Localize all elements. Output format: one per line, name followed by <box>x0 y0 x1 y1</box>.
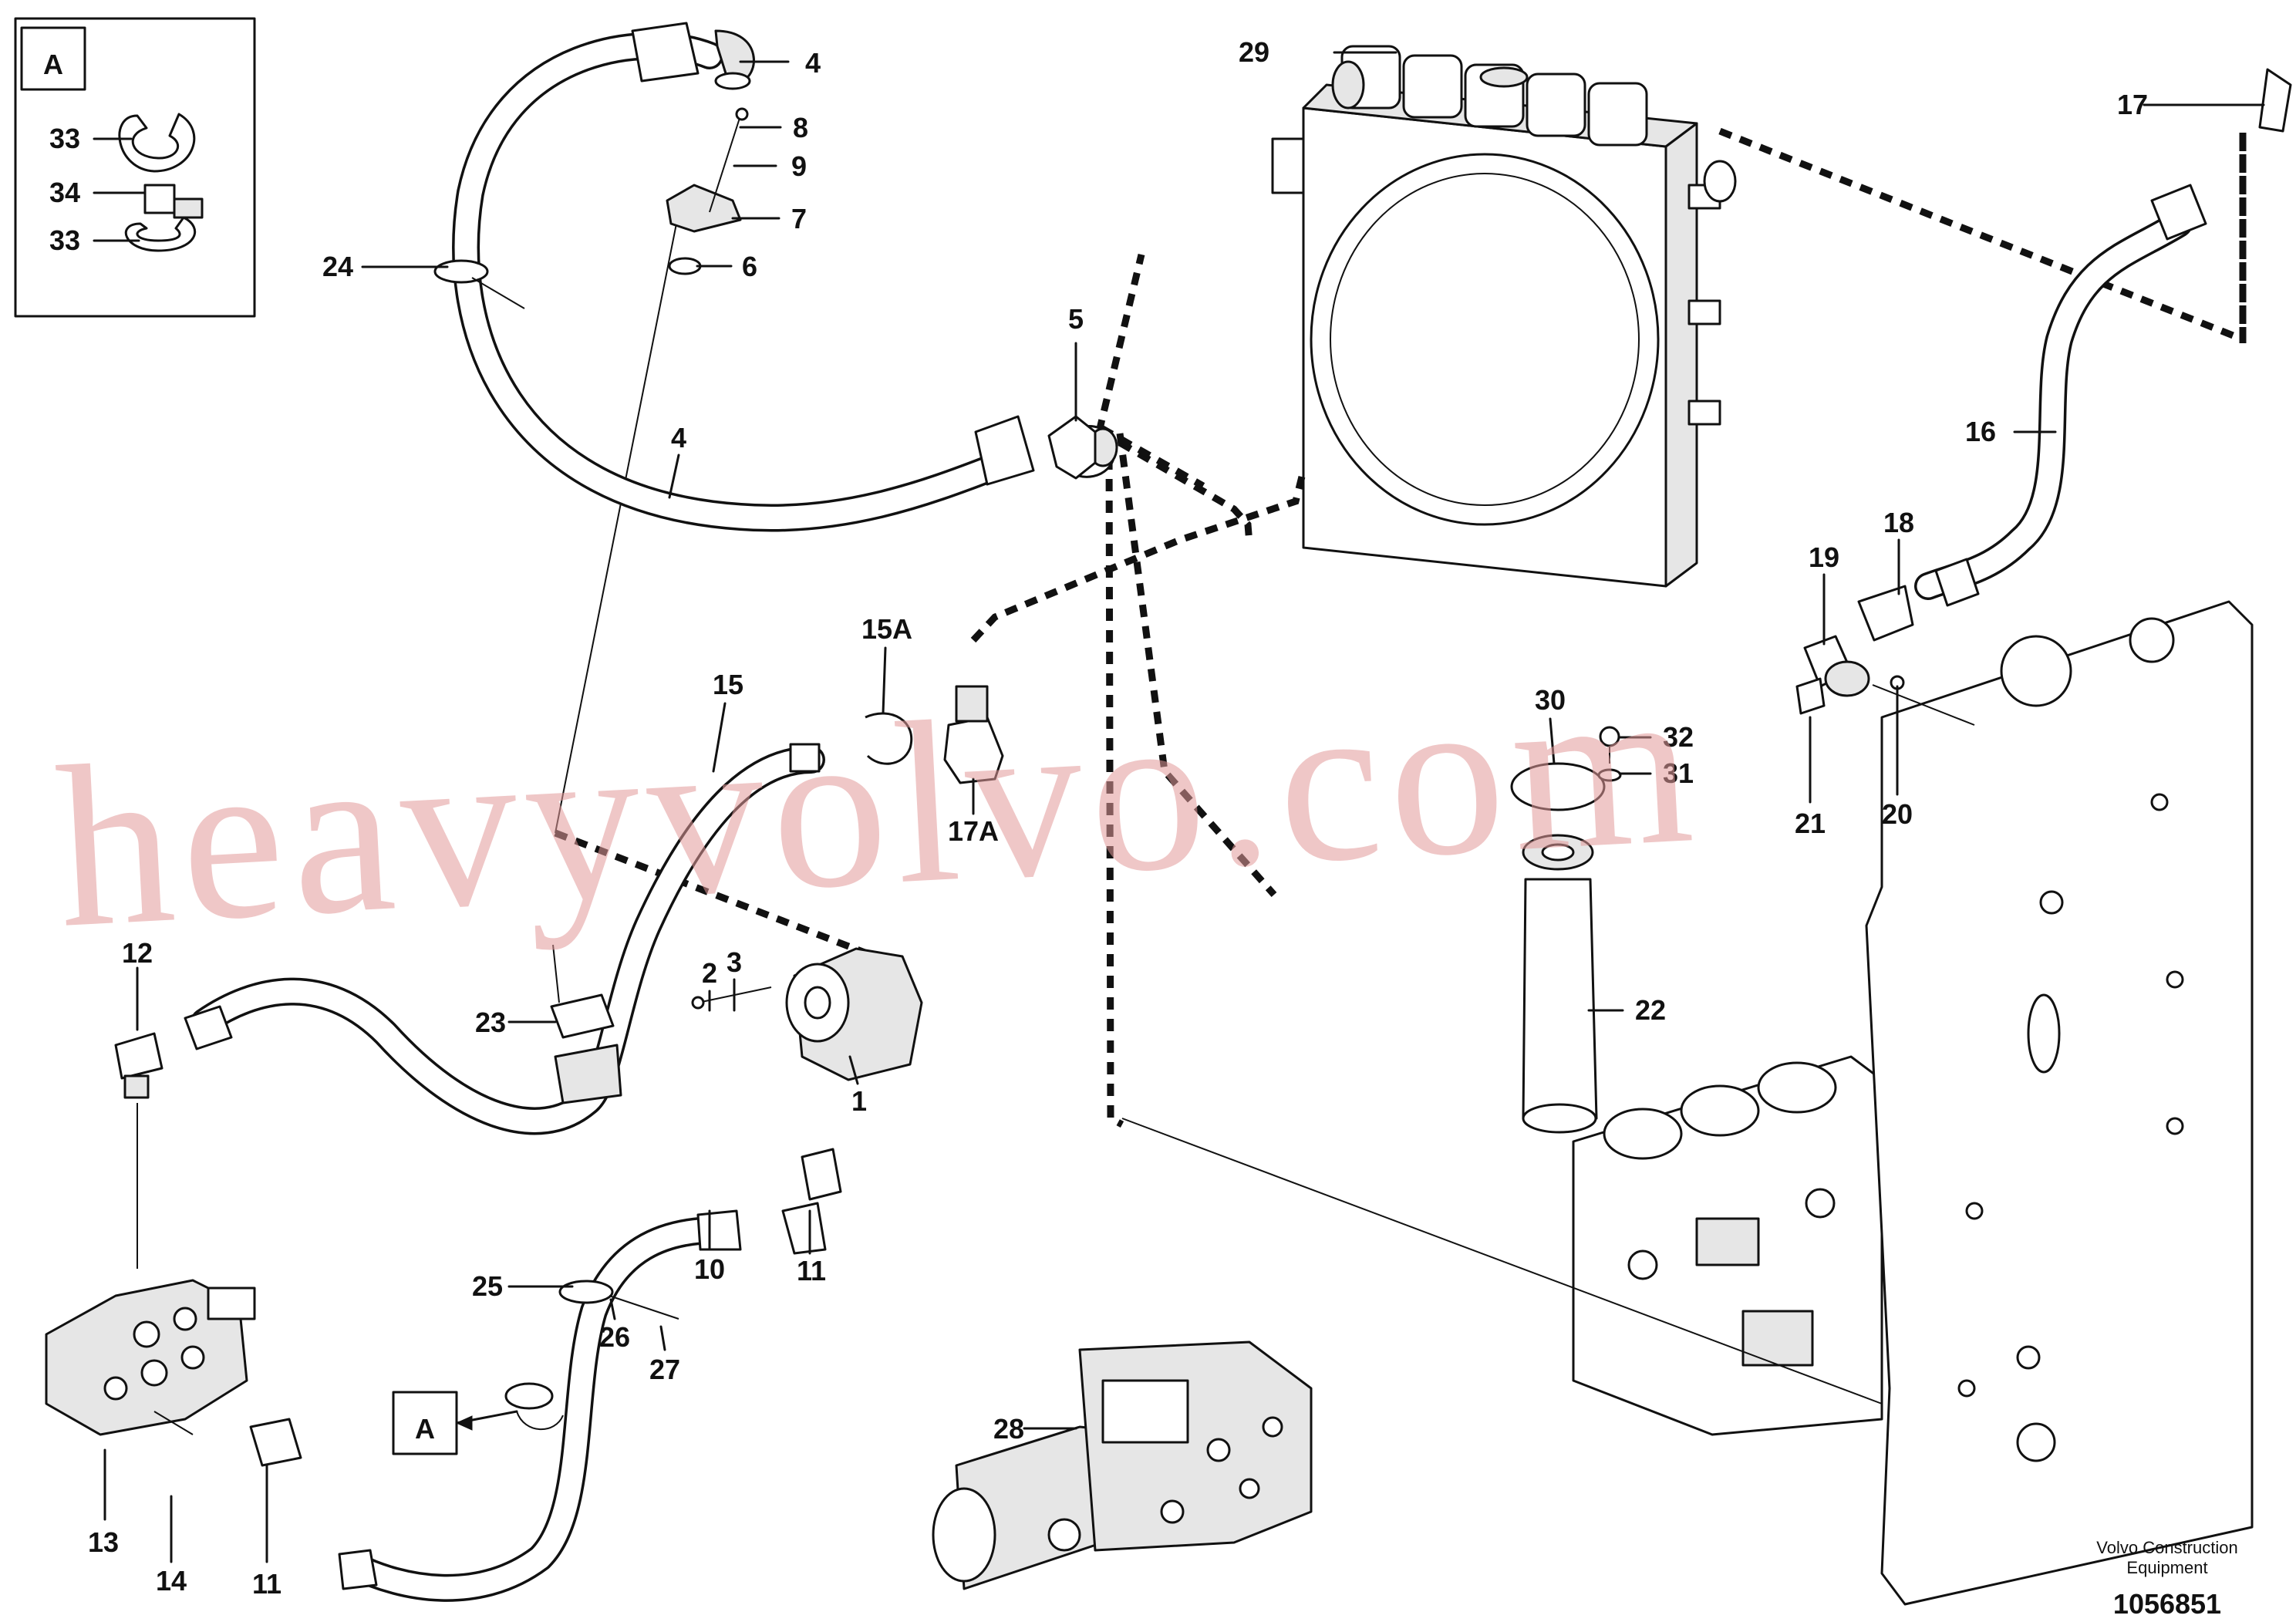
hose-16 <box>1914 210 2193 600</box>
footer-brand-line1: Volvo Construction <box>2096 1538 2237 1557</box>
inset-label: A <box>43 49 63 80</box>
bracket-and-screw-7-8-9 <box>666 107 749 275</box>
radiator-cooler <box>1271 45 1737 588</box>
connection-thin-lines <box>137 135 2244 1404</box>
clamp-15A-and-elbow-17A <box>865 685 1004 784</box>
callout-1: 1 <box>851 1085 867 1117</box>
detail-inset-a: A <box>14 17 256 318</box>
adapter-11-lower <box>249 1418 302 1467</box>
hose-clamp-part <box>118 113 204 252</box>
callout-4-mid: 4 <box>671 422 686 454</box>
callout-25: 25 <box>472 1270 503 1302</box>
callout-29: 29 <box>1239 36 1269 68</box>
callout-3: 3 <box>727 946 742 978</box>
connection-dashed-lines <box>554 127 2247 1128</box>
elbow-5 <box>1047 415 1097 480</box>
callout-11-lower: 11 <box>252 1568 282 1600</box>
callout-12: 12 <box>122 937 153 969</box>
detail-ref-a: A <box>392 1391 518 1455</box>
callout-2: 2 <box>702 957 717 989</box>
drawing-number: 1056851 <box>2113 1588 2221 1620</box>
engine-plate <box>1865 600 2254 1606</box>
clamp-23 <box>550 944 622 1104</box>
callout-26: 26 <box>599 1321 630 1353</box>
callout-6: 6 <box>742 251 757 282</box>
footer-brand-block: Volvo Construction Equipment 1056851 <box>2096 1538 2237 1620</box>
hose-4 <box>452 32 1009 532</box>
callout-28: 28 <box>993 1413 1024 1445</box>
gear-pump-1 <box>691 947 923 1201</box>
footer-brand-line2: Equipment <box>2126 1558 2207 1577</box>
callout-17A: 17A <box>948 815 999 847</box>
callout-21: 21 <box>1795 808 1826 839</box>
callout-16: 16 <box>1965 416 1996 447</box>
filter-22-assembly <box>1510 726 1622 1134</box>
callout-5: 5 <box>1068 303 1084 335</box>
callout-30: 30 <box>1535 684 1566 716</box>
callout-24: 24 <box>322 251 353 282</box>
callout-23: 23 <box>475 1007 506 1038</box>
detail-ref-label: A <box>415 1413 435 1445</box>
hose-15 <box>190 746 825 1135</box>
engine-block <box>1572 1055 1883 1436</box>
callout-34: 34 <box>49 177 80 208</box>
callout-27: 27 <box>649 1354 680 1385</box>
hose-10 <box>341 1216 731 1602</box>
callout-32: 32 <box>1663 721 1694 753</box>
callout-9: 9 <box>791 150 807 182</box>
callout-11-upper: 11 <box>797 1255 826 1286</box>
leader-lines <box>93 51 2265 1563</box>
control-valve-13 <box>45 1279 256 1436</box>
callout-15: 15 <box>713 669 743 700</box>
callout-7: 7 <box>791 203 807 234</box>
fittings-18-19-20-21 <box>1795 585 1914 715</box>
callout-33-bottom: 33 <box>49 224 80 256</box>
pump-assembly-28 <box>932 1340 1313 1590</box>
callout-8: 8 <box>793 112 808 143</box>
callout-13: 13 <box>88 1526 119 1558</box>
callout-15A: 15A <box>861 613 912 645</box>
callout-31: 31 <box>1663 757 1694 789</box>
callout-17: 17 <box>2117 89 2148 120</box>
tee-12 <box>114 1032 164 1099</box>
callout-22: 22 <box>1635 994 1666 1026</box>
callout-20: 20 <box>1882 798 1913 830</box>
elbow-11-upper <box>781 1202 827 1255</box>
callout-10: 10 <box>694 1253 725 1285</box>
callout-18: 18 <box>1883 507 1914 538</box>
callout-19: 19 <box>1809 541 1839 573</box>
callout-14: 14 <box>156 1565 187 1597</box>
callout-4-top: 4 <box>805 47 821 79</box>
callout-33-top: 33 <box>49 123 80 154</box>
watermark-text: heavyvolvo.com <box>51 634 1706 976</box>
callout-labels: 4 8 9 7 6 24 4 5 15 15A 17A 29 17 16 18 … <box>49 36 2148 1600</box>
